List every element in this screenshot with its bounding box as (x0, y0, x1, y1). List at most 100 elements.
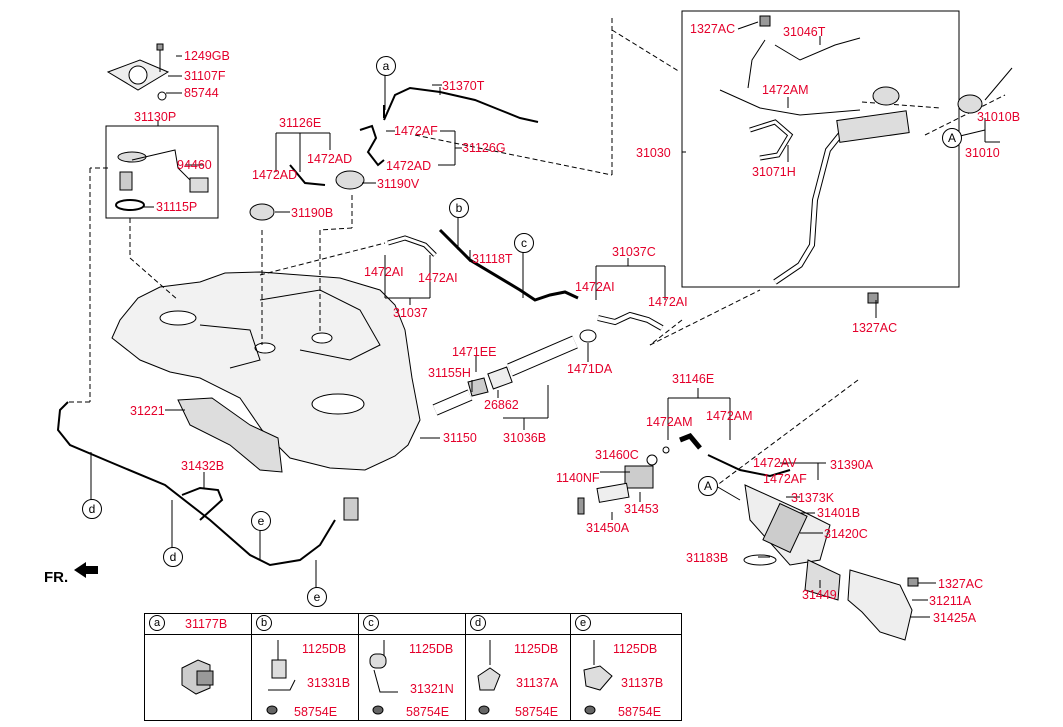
part-label: 31037 (393, 306, 428, 320)
front-arrow-icon (74, 562, 98, 578)
part-label: 31126G (462, 141, 506, 155)
heat-shield-drawing (177, 397, 283, 473)
part-label: 1327AC (938, 577, 984, 591)
legend-column-e: e 1125DB 31137B 58754E (571, 614, 680, 720)
sender-plate-drawing (106, 43, 170, 101)
part-label: 1472AI (648, 295, 688, 309)
part-label: 31146E (672, 372, 715, 386)
legend-part: 58754E (618, 705, 662, 719)
part-label: 31460C (595, 448, 639, 462)
legend-part: 1125DB (302, 642, 347, 656)
callout-d: d (82, 499, 102, 519)
legend-part: 31137B (621, 676, 664, 690)
part-label: 31150 (443, 431, 477, 445)
legend-key: d (470, 615, 486, 631)
legend-part-drawings (181, 640, 613, 715)
part-label: 31030 (636, 146, 671, 160)
part-label: 1140NF (556, 471, 600, 485)
part-label: 31432B (181, 459, 225, 473)
part-label: 31370T (442, 79, 485, 93)
part-label: 94460 (177, 158, 212, 172)
part-label: 31390A (830, 458, 874, 472)
callout-A: A (698, 476, 718, 496)
part-label: 1472AM (646, 415, 693, 429)
part-label: 31155H (428, 366, 471, 380)
part-label: 31373K (791, 491, 835, 505)
legend-part: 1125DB (409, 642, 454, 656)
part-label: 31071H (752, 165, 796, 179)
legend-part: 31321N (410, 682, 454, 696)
part-label: 31130P (134, 110, 177, 124)
part-label: 31010 (965, 146, 1000, 160)
part-label: 31190B (291, 206, 334, 220)
part-label: 31453 (624, 502, 659, 516)
part-label: 31450A (586, 521, 630, 535)
part-label: 1472AF (763, 472, 807, 486)
front-direction-label: FR. (44, 569, 69, 586)
part-label: 1472AI (418, 271, 458, 285)
part-label: 1471DA (567, 362, 613, 376)
part-label: 1472AI (575, 280, 615, 294)
legend-part: 31331B (307, 676, 351, 690)
part-label: 31036B (503, 431, 547, 445)
filler-neck-drawing (719, 15, 1013, 304)
part-label: 1472AV (753, 456, 797, 470)
part-label: 31221 (130, 404, 165, 418)
part-label: 1327AC (852, 321, 898, 335)
part-label: 1249GB (184, 49, 230, 63)
legend-column-a: a 31177B (145, 614, 252, 720)
callout-e: e (251, 511, 271, 531)
legend-key: a (149, 615, 165, 631)
part-label: 1472AF (394, 124, 438, 138)
canister-drawing (679, 433, 919, 641)
part-label: 31115P (156, 200, 198, 214)
vapor-line-drawing (387, 228, 664, 331)
part-label: 26862 (484, 398, 519, 412)
vent-hose-drawing (249, 86, 539, 221)
filler-hose-drawing (432, 329, 597, 416)
legend-table: a 31177B b 1125DB 31331B 58754E c 1125DB… (144, 613, 682, 721)
part-label: 31183B (686, 551, 729, 565)
callout-d: d (163, 547, 183, 567)
callout-b: b (449, 198, 469, 218)
part-label: 31190V (377, 177, 420, 191)
part-label: 1472AD (307, 152, 353, 166)
part-label: 1472AM (762, 83, 809, 97)
part-label: 31449 (802, 588, 837, 602)
part-label: 1472AD (252, 168, 298, 182)
part-label: 31118T (472, 252, 513, 266)
part-label: 31211A (929, 594, 972, 608)
callout-leaders (90, 21, 1000, 618)
part-label: 31126E (279, 116, 322, 130)
part-label: 31420C (824, 527, 868, 541)
part-label: 1327AC (690, 22, 736, 36)
legend-column-d: d 1125DB 31137A 58754E (466, 614, 571, 720)
long-tube-drawing (56, 401, 359, 567)
callout-A: A (942, 128, 962, 148)
legend-part: 58754E (294, 705, 338, 719)
part-label: 85744 (184, 86, 219, 100)
part-label: 31037C (612, 245, 656, 259)
part-label: 31010B (977, 110, 1021, 124)
legend-part: 1125DB (514, 642, 559, 656)
callout-e: e (307, 587, 327, 607)
legend-key: e (575, 615, 591, 631)
part-label: 1472AD (386, 159, 432, 173)
purge-valve-drawing (577, 446, 670, 515)
legend-column-b: b 1125DB 31331B 58754E (252, 614, 359, 720)
callout-c: c (514, 233, 534, 253)
fuel-tank-drawing (111, 271, 421, 471)
callout-a: a (376, 56, 396, 76)
legend-key: b (256, 615, 272, 631)
part-label: 1471EE (452, 345, 497, 359)
legend-part: 1125DB (613, 642, 658, 656)
part-label: 31401B (817, 506, 861, 520)
part-label: 31107F (184, 69, 226, 83)
part-label: 31425A (933, 611, 977, 625)
legend-column-c: c 1125DB 31321N 58754E (359, 614, 466, 720)
filler-neck-box (681, 10, 960, 288)
part-label: 1472AM (706, 409, 753, 423)
legend-key: c (363, 615, 379, 631)
part-label: 31046T (783, 25, 826, 39)
legend-part: 58754E (515, 705, 559, 719)
